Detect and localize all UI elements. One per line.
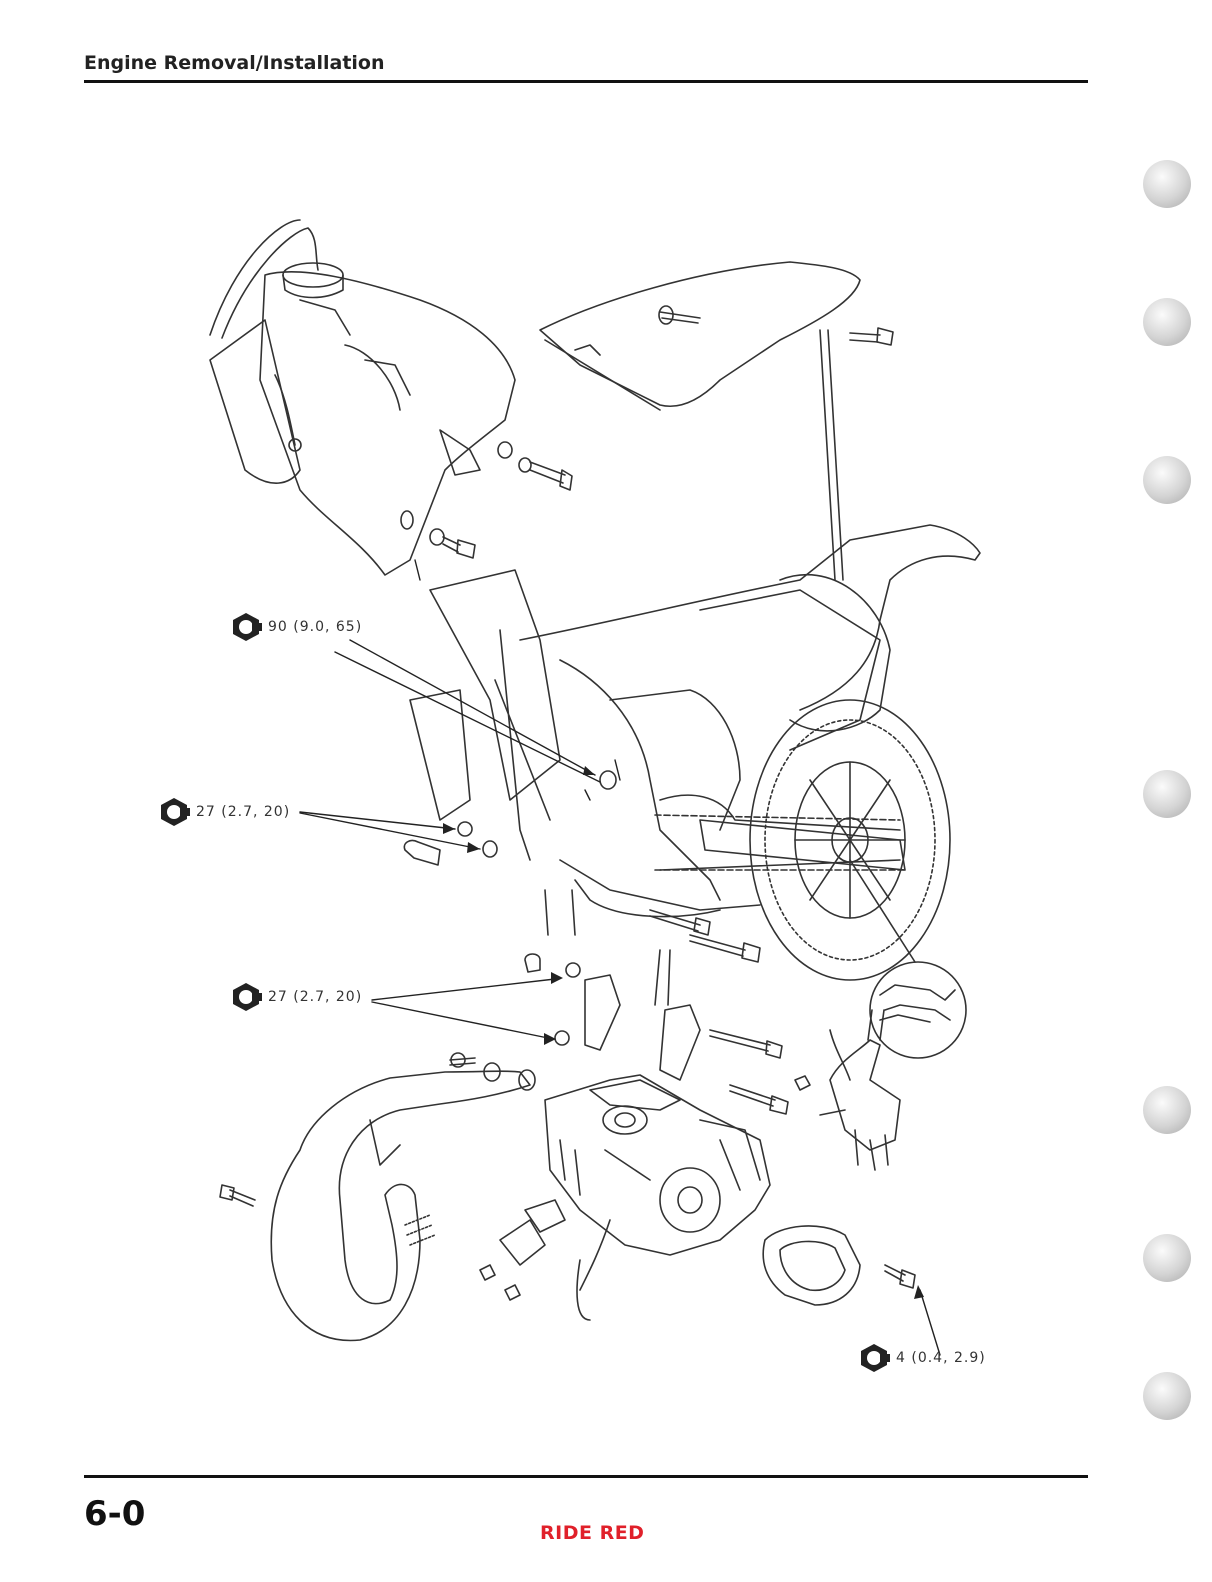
torque-wrench-icon	[856, 1341, 892, 1375]
rear-wheel-illustration	[750, 700, 950, 980]
torque-value: 90 (9.0, 65)	[268, 619, 362, 635]
engine-mount-plates	[525, 954, 810, 1114]
intake-manifold	[500, 1200, 565, 1265]
torque-wrench-icon	[228, 980, 264, 1014]
arrow-heads	[443, 766, 924, 1299]
frame-bolts	[404, 771, 760, 1005]
torque-callout: 27 (2.7, 20)	[156, 795, 290, 829]
seat-illustration	[540, 262, 893, 580]
tank-bolt	[498, 442, 572, 490]
shroud-bolt	[401, 511, 475, 558]
exhaust-springs	[405, 1215, 520, 1300]
footer-brand: RIDE RED	[540, 1522, 644, 1544]
torque-wrench-icon	[228, 610, 264, 644]
leader-lines	[300, 560, 940, 1355]
engine-illustration	[545, 1075, 770, 1320]
torque-value: 27 (2.7, 20)	[268, 989, 362, 1005]
exhaust-pipe-illustration	[220, 1053, 535, 1340]
carburetor-illustration	[820, 1010, 900, 1170]
torque-value: 4 (0.4, 2.9)	[896, 1350, 986, 1366]
rear-fender-illustration	[780, 575, 890, 731]
drive-chain-detail	[850, 860, 966, 1058]
fuel-tank-illustration	[210, 220, 515, 575]
torque-wrench-icon	[156, 795, 192, 829]
page-number: 6-0	[84, 1494, 145, 1534]
footer-rule	[84, 1475, 1088, 1478]
torque-callout: 90 (9.0, 65)	[228, 610, 362, 644]
right-crankcase-cover	[763, 1226, 915, 1305]
torque-callout: 4 (0.4, 2.9)	[856, 1341, 986, 1375]
torque-value: 27 (2.7, 20)	[196, 804, 290, 820]
torque-callout: 27 (2.7, 20)	[228, 980, 362, 1014]
